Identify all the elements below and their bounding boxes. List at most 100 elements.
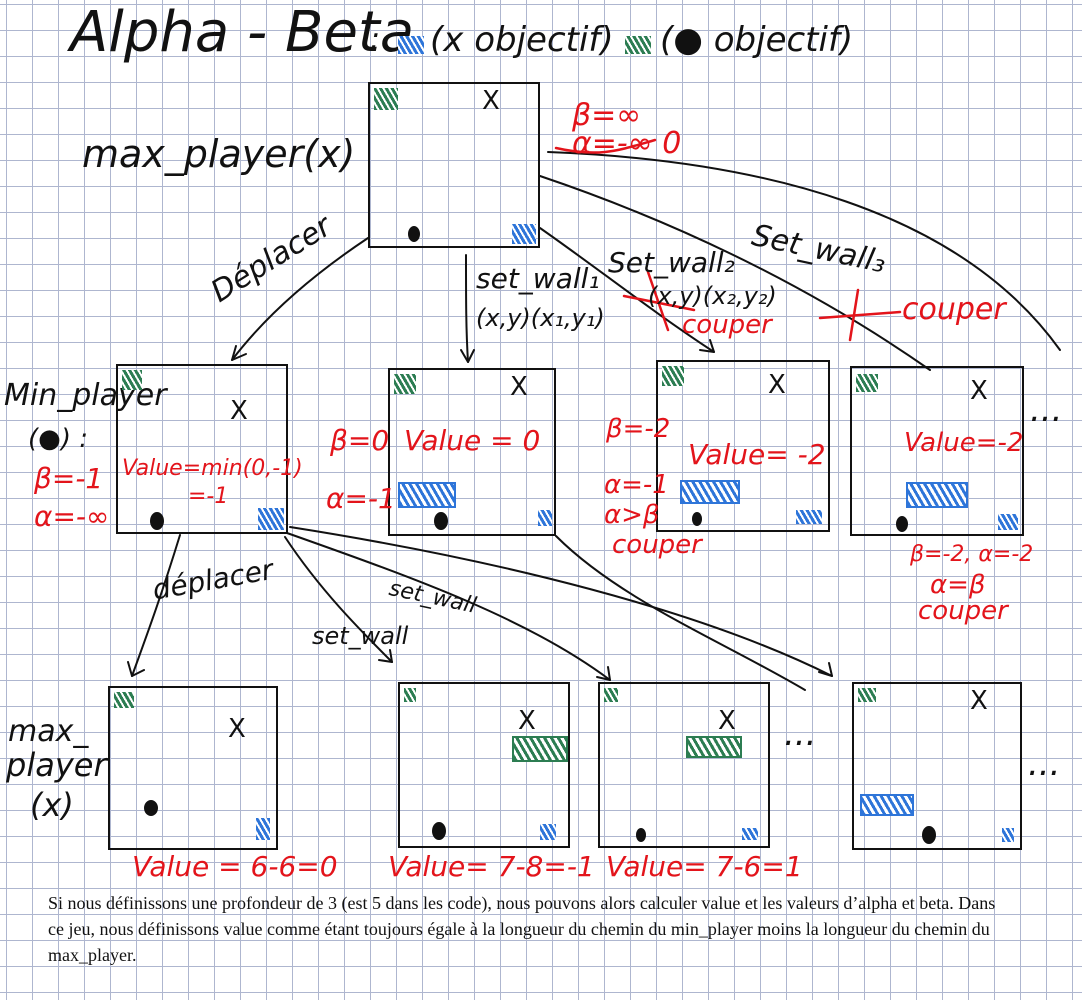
ellipsis-leaf-a: ... — [784, 714, 817, 754]
sw3-eq: α=β — [930, 570, 986, 600]
x-goal-corner-icon — [998, 514, 1018, 530]
min-alpha: α=-∞ — [34, 500, 110, 533]
sw3-value: Value=-2 — [904, 428, 1024, 458]
x-goal-corner-icon — [512, 224, 536, 244]
edge-min-setwall-b — [286, 532, 611, 681]
o-pawn — [434, 512, 448, 530]
edge-label-set-wall-2-coords: (x,y)(x₂,y₂) — [648, 282, 777, 310]
cut-marks — [554, 138, 902, 342]
o-pawn — [144, 800, 158, 816]
x-goal-corner-icon — [258, 508, 284, 530]
o-goal-corner-icon — [374, 88, 398, 110]
o-goal-corner-icon — [122, 370, 142, 390]
cut-label-set-wall-2: couper — [682, 310, 772, 340]
wall-green — [512, 736, 568, 762]
leaf-2-board: X — [398, 682, 570, 848]
o-pawn — [636, 828, 646, 842]
o-pawn — [922, 826, 936, 844]
x-goal-corner-icon — [256, 818, 270, 840]
sw2-cut: couper — [612, 530, 702, 560]
x-pawn: X — [510, 372, 528, 402]
wall-blue — [398, 482, 456, 508]
x-pawn: X — [970, 686, 988, 716]
leaf-3-value: Value= 7-6=1 — [606, 850, 803, 883]
x-goal-corner-icon — [538, 510, 552, 526]
leaf-4-board: X — [852, 682, 1022, 850]
sw2-alpha-2: α>β — [604, 500, 660, 530]
wall-green — [686, 736, 742, 758]
root-alpha: α=-∞ 0 — [572, 126, 682, 161]
o-pawn — [150, 512, 164, 530]
title-separator: : — [370, 22, 381, 57]
wall-blue — [860, 794, 914, 816]
o-goal-corner-icon — [114, 692, 134, 708]
edge-root-setwall3-b — [547, 151, 1061, 351]
sw3-cut: couper — [918, 596, 1008, 626]
o-goal-corner-icon — [394, 374, 416, 394]
o-pawn — [408, 226, 420, 242]
sw2-beta: β=-2 — [606, 414, 671, 444]
edge-root-setwall2 — [539, 227, 715, 353]
min-value-1: Value=min(0,-1) — [122, 456, 303, 481]
edge-label-set-wall-mid-a: set_wall — [312, 622, 409, 650]
level-max-bottom-2: player — [6, 746, 107, 784]
set-wall-3-board: X — [850, 366, 1024, 536]
edge-label-set-wall-1: set_wall₁ — [476, 262, 600, 295]
o-goal-legend: (● objectif) — [660, 20, 854, 60]
level-max-bottom-3: (x) — [30, 786, 74, 824]
o-goal-swatch-icon — [625, 36, 651, 54]
edge-root-setwall3-a — [539, 175, 931, 371]
x-goal-swatch-icon — [398, 36, 424, 54]
title: Alpha - Beta — [70, 0, 415, 65]
edge-sw1-more — [555, 535, 806, 691]
x-goal-corner-icon — [742, 828, 758, 840]
wall-blue — [906, 482, 968, 508]
edge-min-setwall-a — [284, 536, 393, 663]
x-goal-corner-icon — [1002, 828, 1014, 842]
x-pawn: X — [768, 370, 786, 400]
caption: Si nous définissons une profondeur de 3 … — [48, 893, 996, 965]
sw3-alpha-beta: β=-2, α=-2 — [910, 542, 1034, 567]
min-beta: β=-1 — [34, 462, 104, 495]
root-board: X — [368, 82, 540, 248]
level-min-2: (●) : — [28, 424, 88, 454]
leaf-2-value: Value= 7-8=-1 — [388, 850, 595, 883]
x-pawn: X — [518, 706, 536, 736]
x-pawn: X — [718, 706, 736, 736]
edge-min-setwall-c — [289, 526, 833, 677]
ellipsis-leaf-b: ... — [1028, 744, 1061, 784]
o-goal-corner-icon — [604, 688, 618, 702]
sw1-value: Value = 0 — [404, 424, 541, 457]
edge-root-deplacer — [231, 237, 369, 361]
o-pawn — [432, 822, 446, 840]
o-pawn — [692, 512, 702, 526]
x-goal-legend: (x objectif) — [430, 20, 614, 60]
x-goal-corner-icon — [540, 824, 556, 840]
edge-label-set-wall-2: Set_wall₂ — [608, 246, 735, 279]
x-pawn: X — [230, 396, 248, 426]
edge-min-deplacer — [131, 534, 181, 677]
sw2-alpha-1: α=-1 — [604, 470, 669, 500]
set-wall-2-board: X — [656, 360, 830, 532]
min-board: X — [116, 364, 288, 534]
root-beta: β=∞ — [572, 98, 642, 133]
o-goal-corner-icon — [404, 688, 416, 702]
o-goal-corner-icon — [856, 374, 878, 392]
set-wall-1-board: X — [388, 368, 556, 536]
x-pawn: X — [970, 376, 988, 406]
level-max-bottom-1: max_ — [8, 714, 89, 749]
ellipsis-mid: ... — [1030, 390, 1063, 430]
min-value-2: =-1 — [188, 484, 229, 509]
sw2-value: Value= -2 — [688, 438, 826, 471]
edge-root-setwall1 — [465, 254, 469, 363]
cut-label-set-wall-3: couper — [902, 292, 1006, 327]
o-goal-corner-icon — [662, 366, 684, 386]
level-max-top: max_player(x) — [82, 132, 356, 176]
leaf-3-board: X — [598, 682, 770, 848]
edge-label-set-wall-1-coords: (x,y)(x₁,y₁) — [476, 304, 605, 332]
x-goal-corner-icon — [796, 510, 822, 524]
sw1-alpha: α=-1 — [326, 482, 396, 515]
x-pawn: X — [228, 714, 246, 744]
sw1-beta: β=0 — [330, 424, 390, 457]
